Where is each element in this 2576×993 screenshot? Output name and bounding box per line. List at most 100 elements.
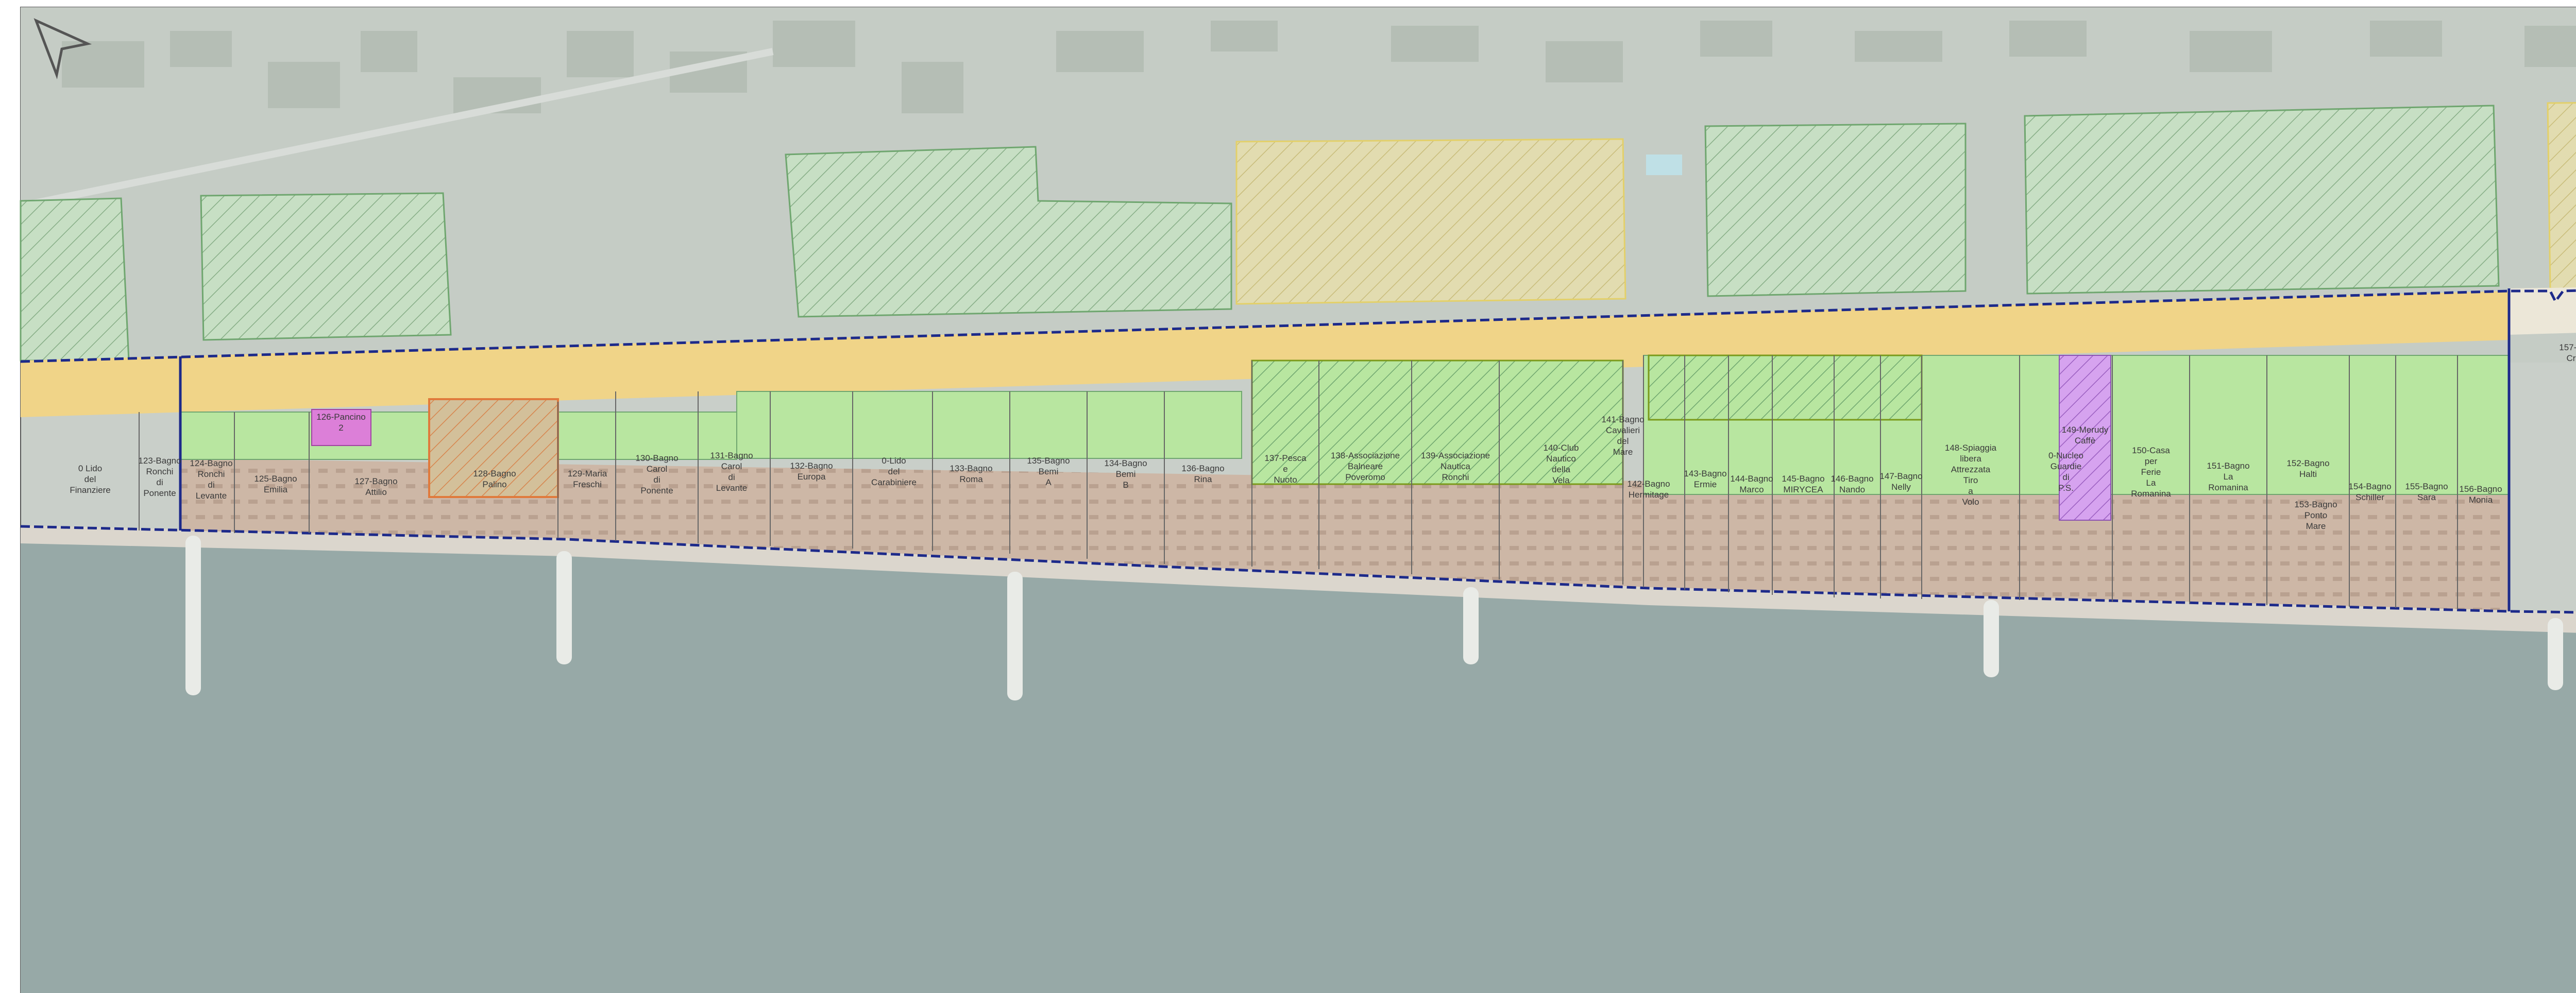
concession-label-line: Caffè bbox=[2075, 436, 2095, 446]
concession-label-line: Ponto bbox=[2304, 510, 2327, 520]
concession-label-line: 157-Chiosco bbox=[2559, 343, 2576, 352]
concession-label-line: A bbox=[1045, 477, 1052, 487]
concession-label-line: 127-Bagno bbox=[354, 476, 397, 486]
concession-label-line: Ermie bbox=[1694, 480, 1717, 489]
concession-label-line: 139-Associazione bbox=[1421, 451, 1490, 460]
concession-label-line: 148-Spiaggia bbox=[1945, 443, 1997, 453]
concession-label-line: Ferie bbox=[2141, 467, 2161, 477]
concession-label-line: 155-Bagno bbox=[2405, 482, 2448, 491]
concession-label-line: 123-Bagno bbox=[138, 456, 181, 466]
concession-label-line: 128-Bagno bbox=[473, 469, 516, 478]
area-126-pink bbox=[311, 409, 371, 446]
concession-label-line: 145-Bagno bbox=[1782, 474, 1824, 484]
concession-label-line: Balneare bbox=[1348, 461, 1383, 471]
concession-label-line: 146-Bagno bbox=[1831, 474, 1873, 484]
concession-label-line: P.S. bbox=[2058, 483, 2074, 493]
concession-label-line: per bbox=[2145, 456, 2158, 466]
concession-dividers bbox=[139, 355, 2458, 609]
concession-label-line: Cavalieri bbox=[1606, 425, 1640, 435]
concession-label-line: 147-Bagno bbox=[1879, 471, 1922, 481]
concession-label-line: Mare bbox=[2306, 521, 2326, 531]
concession-label-line: 149-Merudy bbox=[2062, 425, 2109, 435]
concession-label-line: Ponente bbox=[640, 486, 673, 495]
concession-label-line: Mare bbox=[1613, 447, 1633, 457]
concession-label-line: Tiro bbox=[1963, 475, 1978, 485]
concession-label-line: 135-Bagno bbox=[1027, 456, 1070, 466]
concession-label-line: Guardie bbox=[2050, 461, 2081, 471]
concession-label-line: 125-Bagno bbox=[254, 474, 297, 484]
concession-label-line: Monia bbox=[2469, 495, 2493, 505]
concession-label-line: 0-Nucleo bbox=[2048, 451, 2083, 460]
north-arrow-icon[interactable] bbox=[33, 18, 92, 79]
boundary-lines bbox=[20, 288, 2576, 614]
concession-label-line: 129-Maria bbox=[568, 469, 607, 478]
concession-label-line: Emilia bbox=[264, 485, 288, 494]
concession-label-line: Ronchi bbox=[146, 467, 174, 476]
concession-label-line: Attrezzata bbox=[1951, 465, 1991, 474]
concession-label-line: 141-Bagno bbox=[1601, 415, 1644, 424]
concession-label-line: 150-Casa bbox=[2132, 446, 2170, 455]
concession-label-line: 156-Bagno bbox=[2459, 484, 2502, 494]
concession-label-line: Carabiniere bbox=[871, 477, 917, 487]
breakwaters bbox=[185, 536, 2563, 700]
concession-label-line: di bbox=[653, 475, 660, 485]
concession-label-line: Nelly bbox=[1891, 482, 1911, 492]
concession-label-line: Bemi bbox=[1116, 469, 1136, 479]
concession-label-line: del bbox=[84, 474, 96, 484]
sea bbox=[21, 530, 2576, 993]
concession-label-line: 133-Bagno bbox=[950, 464, 992, 473]
concession-label-line: 134-Bagno bbox=[1104, 458, 1147, 468]
concession-label-line: di bbox=[2062, 472, 2069, 482]
concession-label-c157[interactable]: 157-ChioscoCristiano bbox=[2559, 343, 2576, 363]
concession-label-line: La bbox=[2224, 472, 2233, 482]
concession-label-line: Attilio bbox=[365, 487, 387, 497]
area-128-orange bbox=[428, 398, 559, 498]
concession-label-line: 152-Bagno bbox=[2286, 458, 2329, 468]
concession-label-line: 154-Bagno bbox=[2348, 482, 2391, 491]
area-149-violet bbox=[2059, 355, 2111, 521]
concession-label-line: Volo bbox=[1962, 497, 1979, 507]
concession-label-line: di bbox=[156, 477, 163, 487]
promenade-strip bbox=[21, 291, 2509, 417]
concession-label-line: di bbox=[208, 480, 214, 490]
